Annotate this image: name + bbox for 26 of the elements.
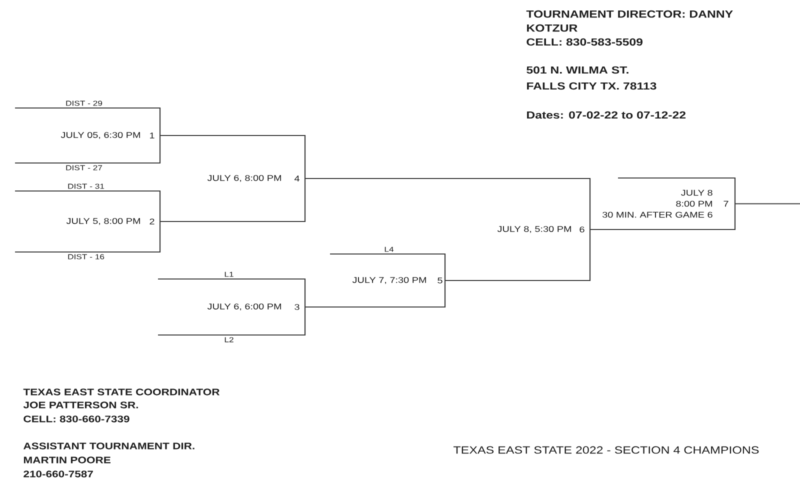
bracket-line — [305, 306, 330, 308]
bracket-title: TEXAS EAST STATE 2022 - SECTION 4 CHAMPIONS — [454, 446, 759, 454]
game-bracket: JULY 05, 6:30 PM 1 — [15, 107, 161, 164]
game-bracket: JULY 6, 8:00 PM 4 — [200, 134, 306, 222]
contact-text: 210-660-7587 — [24, 470, 93, 478]
game-bracket: JULY 5, 8:00 PM 2 — [15, 190, 161, 253]
game-bracket: JULY 8, 5:30 PM 6 — [475, 178, 591, 282]
bracket-line — [445, 280, 475, 282]
bracket-line — [590, 228, 618, 230]
bracket-line — [160, 134, 200, 136]
address-text: 501 N. WILMA ST. — [526, 66, 628, 74]
contact-text: TEXAS EAST STATE COORDINATOR — [23, 388, 220, 396]
game-bracket: JULY 6, 6:00 PM 3 — [158, 278, 306, 336]
contact-text: CELL: 830-583-5509 — [526, 38, 642, 46]
game-bracket: JULY 7, 7:30 PM 5 — [330, 253, 446, 308]
bracket-line — [160, 220, 200, 222]
bracket-line — [305, 178, 475, 180]
bracket-line — [735, 203, 800, 204]
contact-text: TOURNAMENT DIRECTOR: DANNY KOTZUR — [526, 10, 733, 32]
contact-text: ASSISTANT TOURNAMENT DIR. — [24, 442, 194, 450]
game-bracket: JULY 8 8:00 PM 30 MIN. AFTER GAME 6 7 — [602, 177, 736, 230]
contact-text: JOE PATTERSON SR. — [23, 402, 138, 408]
address-text: FALLS CITY TX. 78113 — [527, 82, 656, 90]
dates-text: Dates: 07-02-22 to 07-12-22 — [527, 111, 686, 119]
contact-text: MARTIN POORE — [24, 456, 110, 464]
contact-text: CELL: 830-660-7339 — [24, 416, 130, 422]
